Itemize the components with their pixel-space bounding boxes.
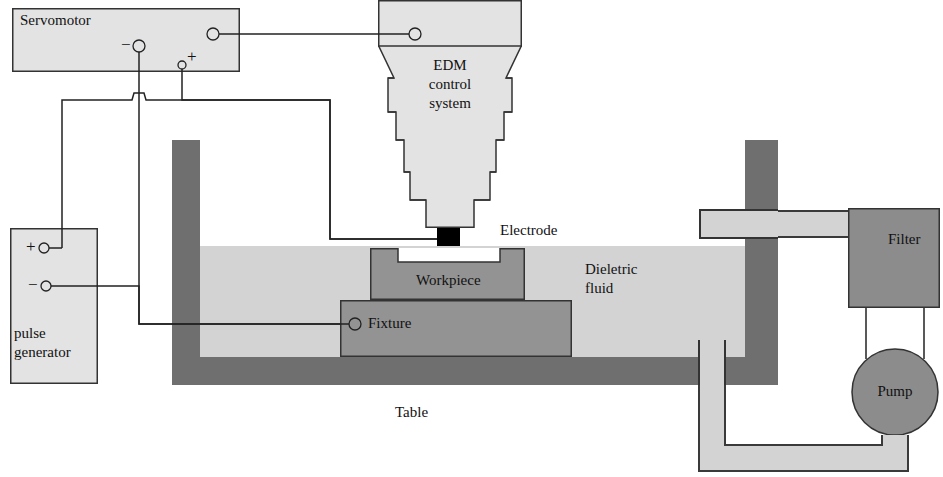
terminal-sign: −	[121, 35, 131, 54]
pulse-generator-box-shape	[10, 228, 98, 384]
terminal-circle	[409, 28, 421, 40]
tank-wall	[172, 357, 778, 385]
node-label: Fixture	[368, 314, 411, 333]
terminal-wire	[378, 33, 409, 35]
outlet-pipe-edge	[700, 210, 778, 238]
terminal-circle	[39, 243, 49, 253]
column-step	[410, 199, 426, 201]
pump-outline	[852, 349, 938, 435]
column-step	[404, 171, 410, 173]
column-step	[388, 111, 396, 113]
control-system-column-shape	[378, 0, 522, 228]
terminal-wire	[61, 228, 63, 248]
wire-path	[865, 308, 867, 359]
control-system-column: EDM control system	[378, 0, 522, 228]
wire-path	[62, 93, 437, 239]
pipe-wall	[778, 210, 848, 238]
fluid-pipe	[778, 224, 848, 225]
node-label: pulse generator	[14, 324, 86, 362]
terminal-wire	[340, 323, 349, 325]
node-label: Pump	[851, 382, 939, 401]
terminal-wire	[219, 33, 240, 35]
filter-box: Filter	[848, 208, 940, 308]
terminal-sign: +	[187, 47, 197, 66]
pump: Pump	[851, 348, 939, 436]
column-step	[378, 45, 522, 47]
terminal-circle	[349, 318, 361, 330]
terminal-circle	[133, 40, 145, 52]
return-pipe-edge	[699, 340, 725, 385]
wire-path	[182, 72, 437, 239]
dielectric-fluid	[200, 246, 745, 357]
servomotor-box-outline	[13, 9, 240, 72]
column-step	[388, 77, 394, 79]
outlet-pipe	[700, 210, 778, 238]
electric-wire	[62, 93, 437, 239]
node-label: Servomotor	[20, 11, 91, 30]
node-label: Electrode	[500, 221, 557, 240]
dielectric-tank: WorkpieceFixture Dieletric fluid	[172, 140, 778, 385]
fixture: Fixture	[340, 300, 572, 357]
terminal-wire	[51, 285, 98, 287]
terminal-sign: −	[28, 275, 38, 294]
node-label: Workpiece	[416, 271, 481, 290]
tank-wall	[172, 140, 200, 385]
wire-path	[98, 286, 340, 324]
wire-path	[240, 33, 378, 35]
electrode-gap	[398, 248, 500, 262]
column-step	[506, 77, 512, 79]
wire-path	[923, 308, 925, 359]
return-pipe	[699, 340, 725, 385]
workpiece: Workpiece	[370, 248, 525, 300]
node-label: Dieletric fluid	[585, 260, 657, 298]
node-label: Filter	[888, 230, 921, 249]
pipe-bore	[712, 385, 895, 458]
pipe-wall	[712, 385, 895, 458]
electric-wire	[98, 286, 340, 324]
terminal-wire	[138, 52, 140, 72]
table-label: Table	[395, 403, 428, 422]
pulse-generator-box-outline	[11, 229, 98, 384]
terminal-sign: +	[26, 237, 36, 256]
electric-wire	[139, 72, 340, 324]
workpiece-outline	[371, 249, 525, 300]
fluid-pipe	[712, 385, 895, 458]
filter-box-outline	[849, 209, 940, 308]
electric-wire	[240, 34, 378, 35]
terminal-circle	[41, 281, 51, 291]
tank-wall	[745, 140, 778, 385]
terminal-circle	[178, 61, 186, 69]
column-step	[496, 139, 504, 141]
pulse-generator-box: pulse generator	[10, 228, 98, 384]
electric-wire	[866, 308, 924, 359]
column-step	[474, 199, 490, 201]
terminal-wire	[49, 247, 62, 249]
column-step	[490, 171, 496, 173]
fixture-outline	[341, 301, 572, 357]
pipe-bore	[778, 212, 848, 236]
control-column-outline	[379, 1, 522, 228]
electric-wire	[182, 72, 437, 239]
node-label: EDM control system	[419, 56, 481, 113]
column-step	[504, 111, 512, 113]
filter-box-shape	[848, 208, 940, 308]
terminal-circle	[207, 28, 219, 40]
column-step	[396, 139, 404, 141]
wire-path	[139, 72, 340, 324]
